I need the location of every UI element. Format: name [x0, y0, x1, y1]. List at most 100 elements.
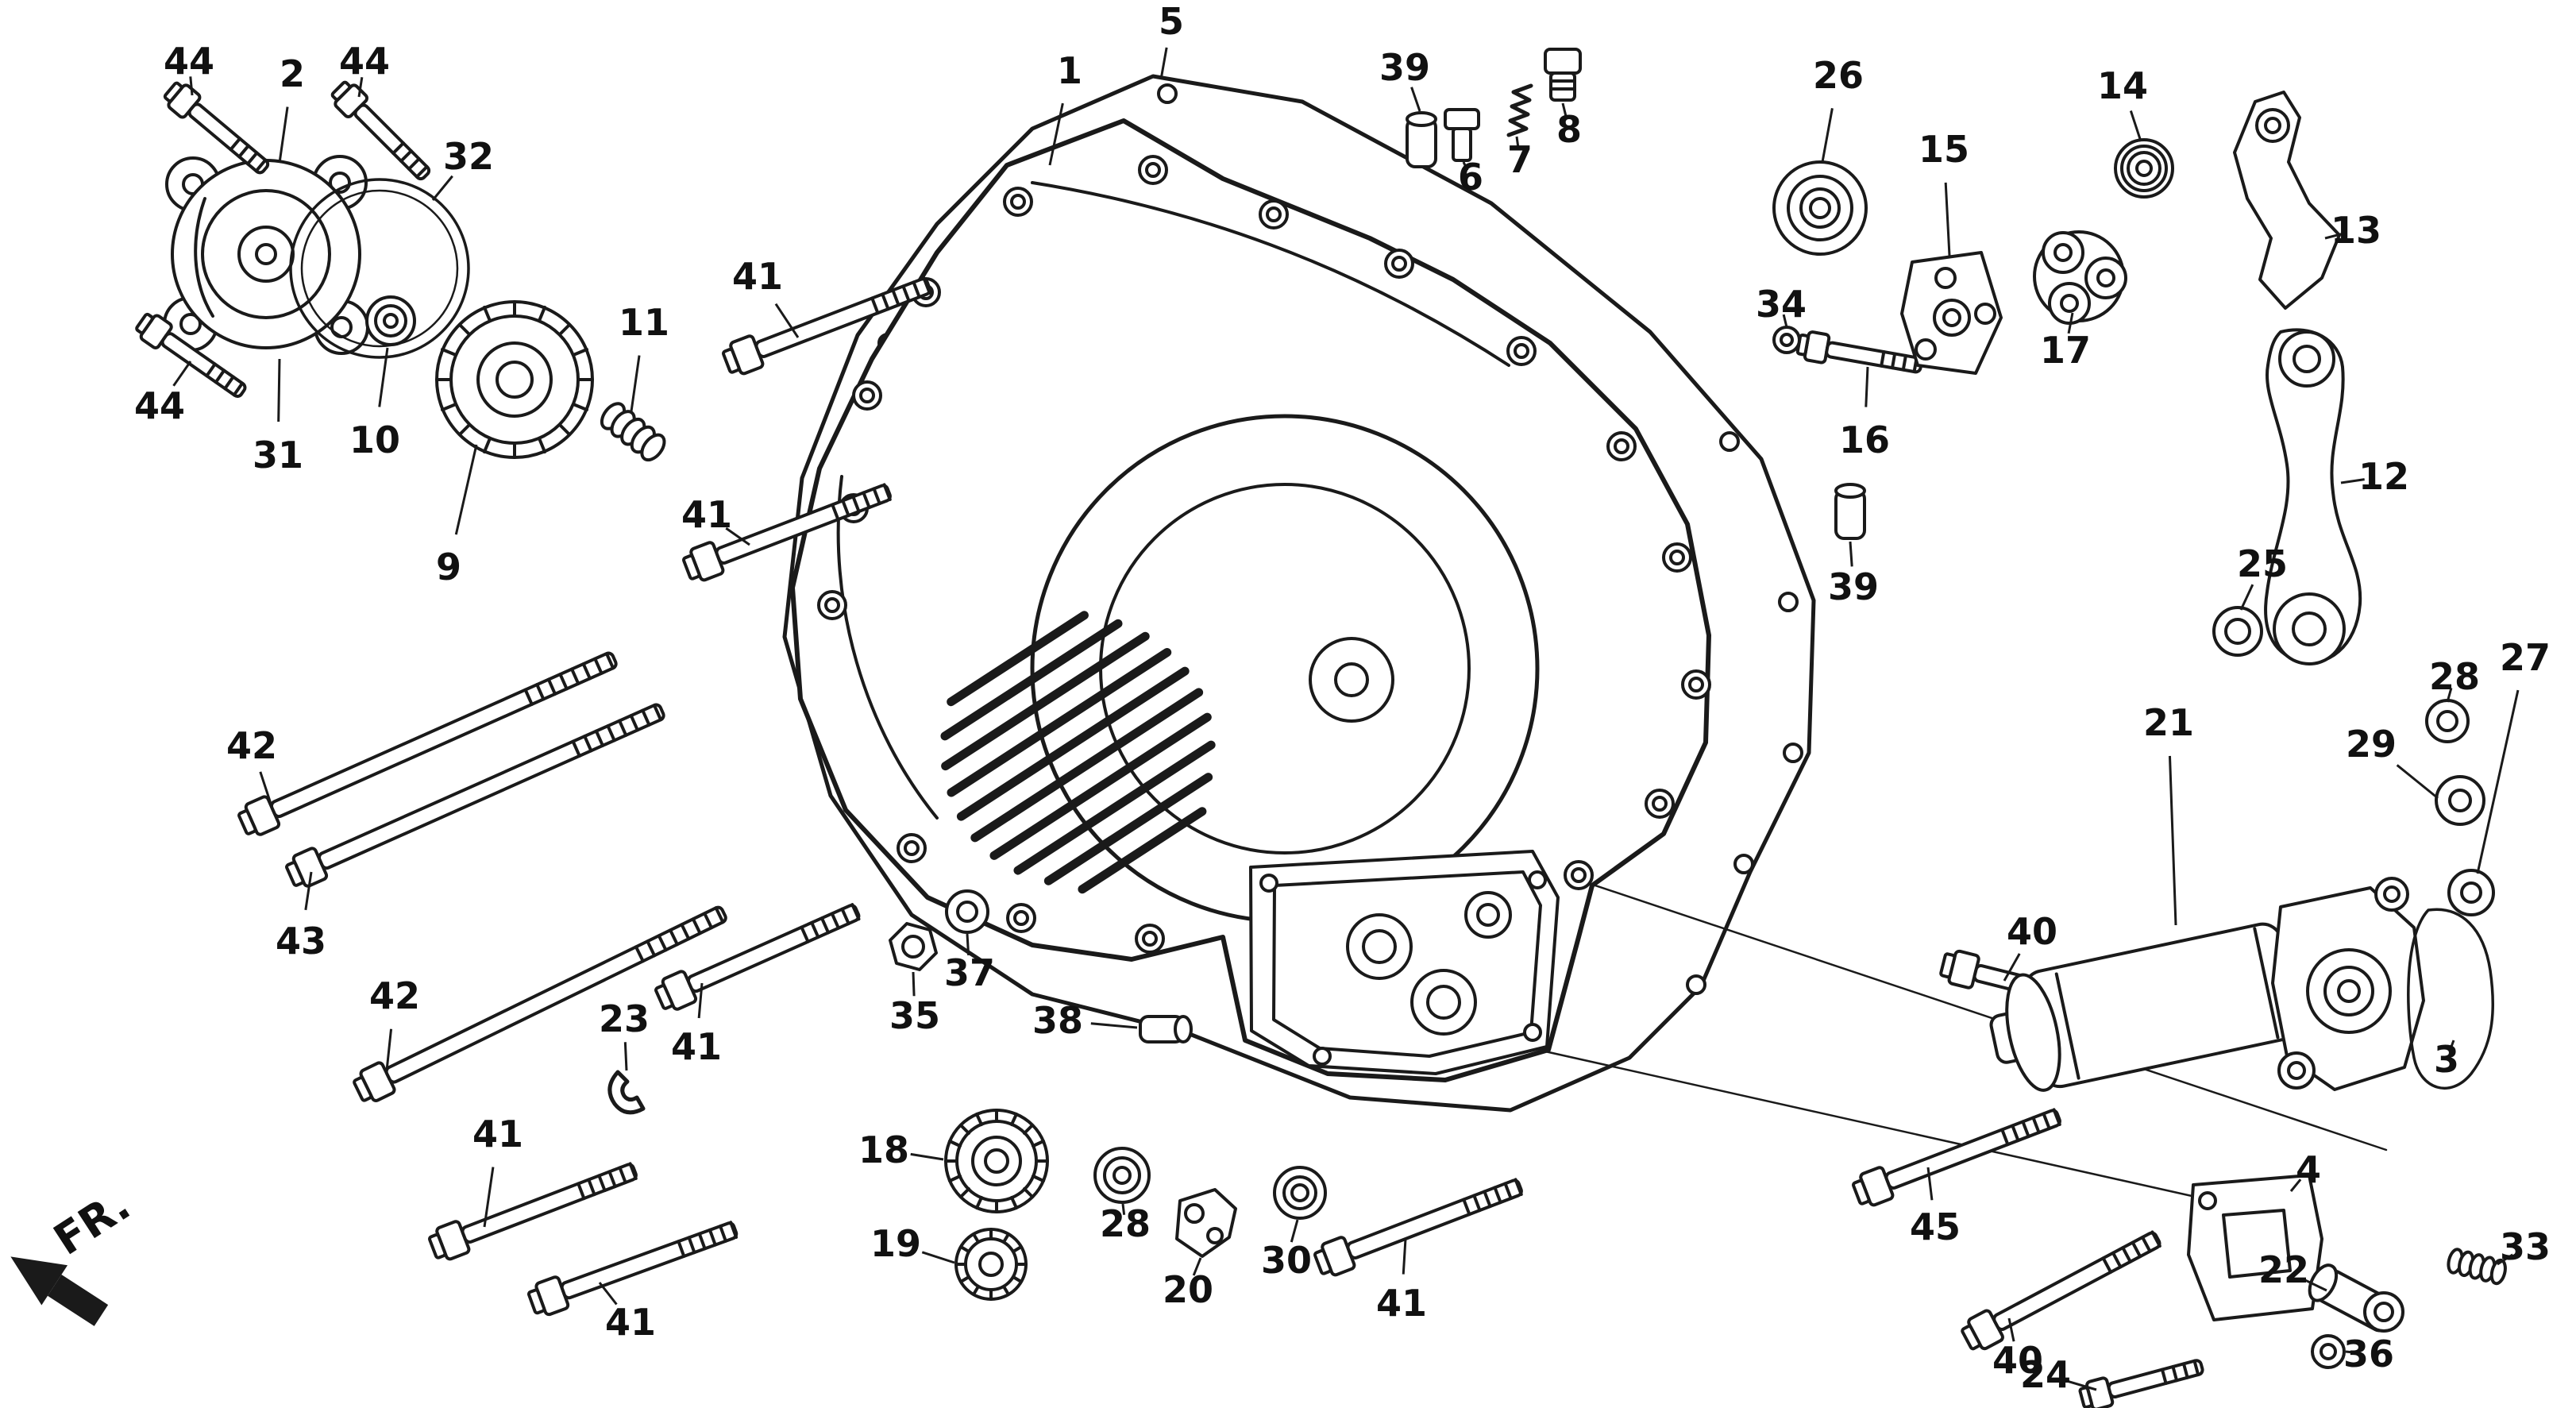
plug-8 [1544, 48, 1582, 102]
bolt-6 [1444, 108, 1480, 162]
joint-22 [2308, 1263, 2404, 1333]
callout-14: 14 [2096, 64, 2149, 107]
bolt-41c [651, 894, 866, 1016]
callout-32: 32 [442, 135, 495, 178]
spring-11 [600, 402, 666, 462]
bracket-17 [2033, 230, 2127, 325]
fr-arrow [10, 1256, 109, 1326]
callout-44: 44 [163, 40, 215, 83]
callout-23: 23 [598, 997, 650, 1040]
callout-41: 41 [731, 255, 784, 298]
construction-lines [1544, 870, 2388, 1225]
callout-34: 34 [1755, 283, 1807, 326]
washer-stack-27-28-29 [2425, 699, 2495, 916]
callout-1: 1 [1056, 49, 1083, 92]
callout-38: 38 [1032, 999, 1084, 1042]
bracket-4 [2187, 1174, 2323, 1321]
bolt-41d [425, 1153, 642, 1266]
callout-11: 11 [618, 301, 670, 344]
callout-44: 44 [338, 40, 391, 83]
starter-gasket-3 [2407, 908, 2495, 1090]
fr-label: FR. [45, 1180, 139, 1265]
bearing-26 [1772, 160, 1868, 256]
callout-21: 21 [2142, 701, 2195, 744]
callout-17: 17 [2039, 329, 2092, 372]
callout-29: 29 [2345, 723, 2397, 766]
starter-motor [1989, 877, 2425, 1092]
callout-44: 44 [133, 384, 186, 427]
callout-5: 5 [1158, 0, 1185, 43]
callout-36: 36 [2343, 1333, 2395, 1375]
callout-9: 9 [435, 546, 462, 588]
callout-37: 37 [943, 951, 996, 994]
bolt-24 [2077, 1351, 2208, 1408]
bolt-16 [1795, 328, 1926, 382]
sub-cover [1249, 850, 1560, 1075]
callout-35: 35 [889, 994, 941, 1037]
washer-37 [945, 889, 989, 934]
callout-16: 16 [1838, 419, 1891, 461]
washer-25 [2212, 606, 2263, 657]
callout-27: 27 [2499, 636, 2551, 679]
callout-7: 7 [1506, 138, 1533, 181]
callout-20: 20 [1162, 1268, 1214, 1311]
callout-42: 42 [226, 724, 278, 767]
water-pump-cover [163, 155, 369, 355]
callout-12: 12 [2358, 455, 2410, 498]
bearing-10 [365, 295, 416, 346]
callout-24: 24 [2019, 1353, 2072, 1396]
dowel-39b [1834, 483, 1866, 540]
nut-35 [889, 922, 938, 971]
callout-22: 22 [2258, 1248, 2310, 1291]
callout-42: 42 [368, 974, 421, 1017]
bearing-28 [1093, 1147, 1151, 1204]
callout-3: 3 [2433, 1038, 2460, 1081]
spring-7 [1506, 83, 1533, 137]
lever-13 [2233, 91, 2341, 310]
bolt-41f [1310, 1169, 1528, 1282]
callout-41: 41 [472, 1113, 524, 1155]
callout-4: 4 [2295, 1148, 2322, 1191]
callout-39: 39 [1379, 46, 1431, 89]
callout-41: 41 [670, 1025, 723, 1068]
arm-12 [2264, 328, 2362, 665]
leader-lines [172, 47, 2520, 1391]
bolt-40b [1959, 1224, 2165, 1355]
callout-28: 28 [1099, 1202, 1151, 1245]
main-cover [790, 118, 1711, 1082]
seal-14 [2114, 138, 2174, 199]
washer-36 [2311, 1334, 2346, 1369]
callout-26: 26 [1812, 54, 1865, 97]
callout-10: 10 [349, 419, 401, 461]
clip-23 [607, 1070, 646, 1115]
dowel-38 [1139, 1015, 1193, 1043]
spring-33 [2447, 1248, 2507, 1286]
callout-19: 19 [870, 1222, 922, 1265]
callout-40: 40 [1992, 1339, 2044, 1382]
callout-2: 2 [279, 52, 306, 95]
callout-6: 6 [1457, 156, 1484, 199]
plate-15 [1900, 251, 2003, 375]
callout-18: 18 [858, 1128, 910, 1171]
callout-40: 40 [2006, 910, 2058, 953]
callout-33: 33 [2499, 1225, 2551, 1268]
callout-25: 25 [2236, 542, 2289, 585]
vent-slots [940, 611, 1216, 894]
gear-18 [944, 1109, 1049, 1213]
dowel-39a [1406, 111, 1437, 168]
washer-34 [1772, 326, 1801, 354]
nut-30 [1273, 1166, 1327, 1220]
gear-19 [954, 1228, 1028, 1301]
water-pump-gasket [289, 178, 470, 359]
callout-31: 31 [252, 434, 304, 476]
callout-30: 30 [1260, 1239, 1313, 1282]
callout-41: 41 [604, 1301, 657, 1344]
lever-20 [1175, 1188, 1237, 1258]
callout-39: 39 [1827, 565, 1880, 608]
callout-43: 43 [275, 920, 327, 962]
callout-41: 41 [1375, 1282, 1428, 1325]
callout-13: 13 [2330, 209, 2382, 252]
callout-45: 45 [1909, 1205, 1961, 1248]
